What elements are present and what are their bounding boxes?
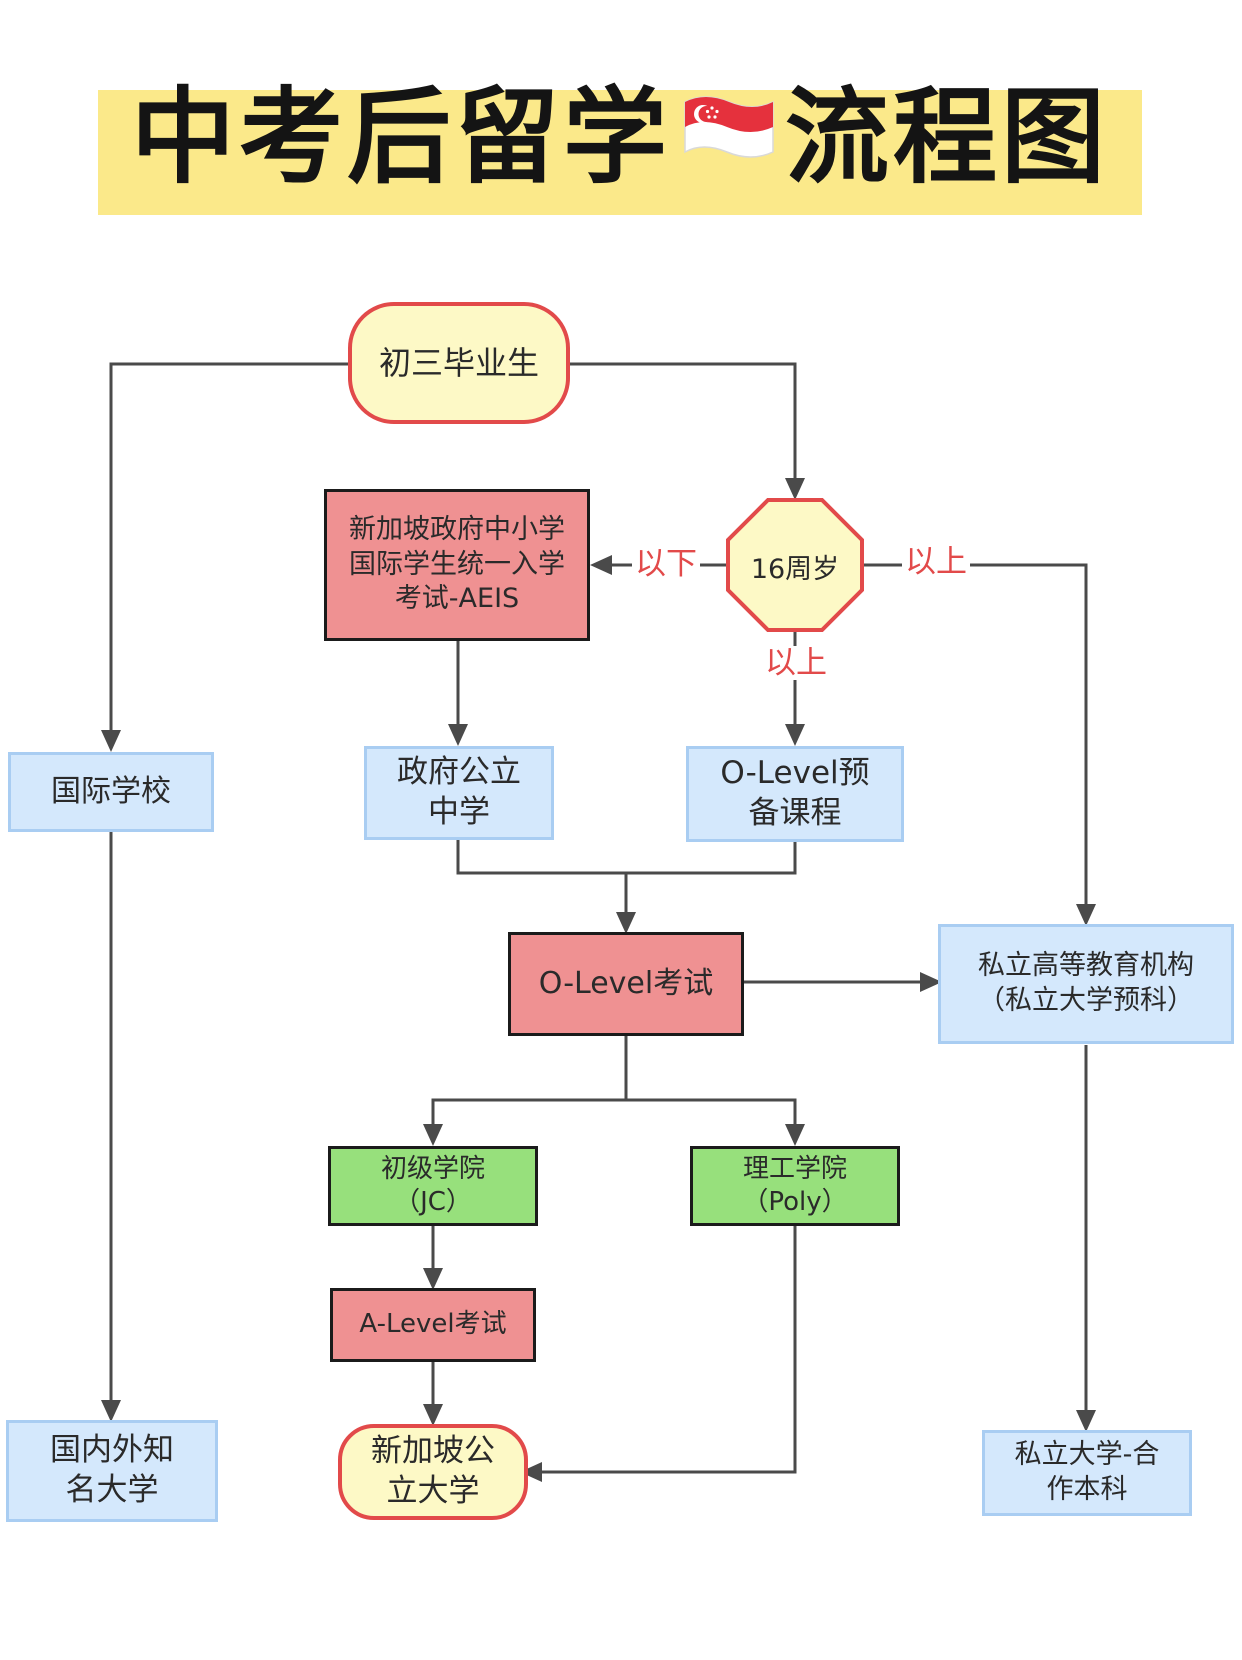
edge-start-to-international-school — [109, 362, 348, 742]
olevel-prep-label: O-Level预备课程 — [720, 755, 870, 831]
international-school-label: 国际学校 — [51, 773, 171, 809]
private-institution-box: 私立高等教育机构（私立大学预科） — [938, 924, 1234, 1044]
arrowhead-public-univ-top — [423, 1404, 443, 1426]
olevel-prep-box: O-Level预备课程 — [686, 746, 904, 842]
edge-gov-secondary-merge — [456, 840, 626, 875]
age-check-octagon — [726, 498, 864, 632]
intl-university-label: 国内外知名大学 — [50, 1432, 174, 1508]
aeis-label: 新加坡政府中小学国际学生统一入学考试-AEIS — [349, 514, 565, 615]
private-institution-label: 私立高等教育机构（私立大学预科） — [978, 950, 1194, 1016]
arrowhead-private — [1076, 904, 1096, 926]
intl-university-box: 国内外知名大学 — [6, 1420, 218, 1522]
singapore-flag-icon — [684, 96, 774, 158]
alevel-exam-box: A-Level考试 — [330, 1288, 536, 1362]
poly-label: 理工学院（Poly） — [742, 1153, 848, 1217]
arrowhead-private-univ — [1076, 1410, 1096, 1432]
gov-secondary-box: 政府公立中学 — [364, 746, 554, 840]
arrowhead-gov-secondary — [448, 724, 468, 746]
title-part-2: 流程图 — [785, 75, 1110, 198]
edge-start-to-age-check — [570, 362, 797, 492]
arrowhead-olevel-exam — [616, 912, 636, 934]
international-school-box: 国际学校 — [8, 752, 214, 832]
arrowhead-alevel — [423, 1268, 443, 1290]
start-node: 初三毕业生 — [348, 302, 570, 424]
aeis-exam-box: 新加坡政府中小学国际学生统一入学考试-AEIS — [324, 489, 590, 641]
arrowhead-aeis — [590, 555, 612, 575]
arrowhead-intl-school — [101, 730, 121, 752]
arrowhead-private-from-olevel — [920, 972, 942, 992]
olevel-exam-label: O-Level考试 — [538, 965, 714, 1001]
arrowhead-intl-univ — [101, 1400, 121, 1422]
olevel-exam-box: O-Level考试 — [508, 932, 744, 1036]
gov-secondary-label: 政府公立中学 — [397, 754, 521, 830]
alevel-exam-label: A-Level考试 — [359, 1309, 507, 1340]
jc-box: 初级学院（JC） — [328, 1146, 538, 1226]
edge-olevel-split — [431, 1036, 628, 1136]
public-university-node: 新加坡公立大学 — [338, 1424, 528, 1520]
arrowhead-olevel-prep — [785, 724, 805, 746]
public-university-label: 新加坡公立大学 — [371, 1433, 495, 1509]
edge-label-below: 以下 — [632, 547, 700, 581]
title-part-1: 中考后留学 — [130, 75, 671, 198]
arrowhead-poly — [785, 1124, 805, 1146]
title-highlight-band — [98, 90, 1142, 215]
age-check-label: 16周岁 — [750, 553, 840, 585]
arrowhead-age-check — [785, 478, 805, 500]
edge-olevel-prep-merge — [626, 842, 797, 875]
private-university-box: 私立大学-合作本科 — [982, 1430, 1192, 1516]
private-university-label: 私立大学-合作本科 — [1014, 1439, 1160, 1505]
edge-age-to-private — [863, 563, 1088, 914]
arrowhead-jc — [423, 1124, 443, 1146]
edge-label-above-right: 以上 — [902, 545, 970, 579]
edge-poly-to-public-univ — [530, 1226, 797, 1474]
arrowhead-public-univ-side — [520, 1462, 542, 1482]
poly-box: 理工学院（Poly） — [690, 1146, 900, 1226]
edge-label-above-down: 以上 — [762, 646, 830, 680]
edge-olevel-to-poly — [626, 1098, 797, 1136]
page-title: 中考后留学 流程图 — [98, 62, 1142, 198]
start-label: 初三毕业生 — [378, 343, 539, 382]
jc-label: 初级学院（JC） — [380, 1153, 485, 1217]
